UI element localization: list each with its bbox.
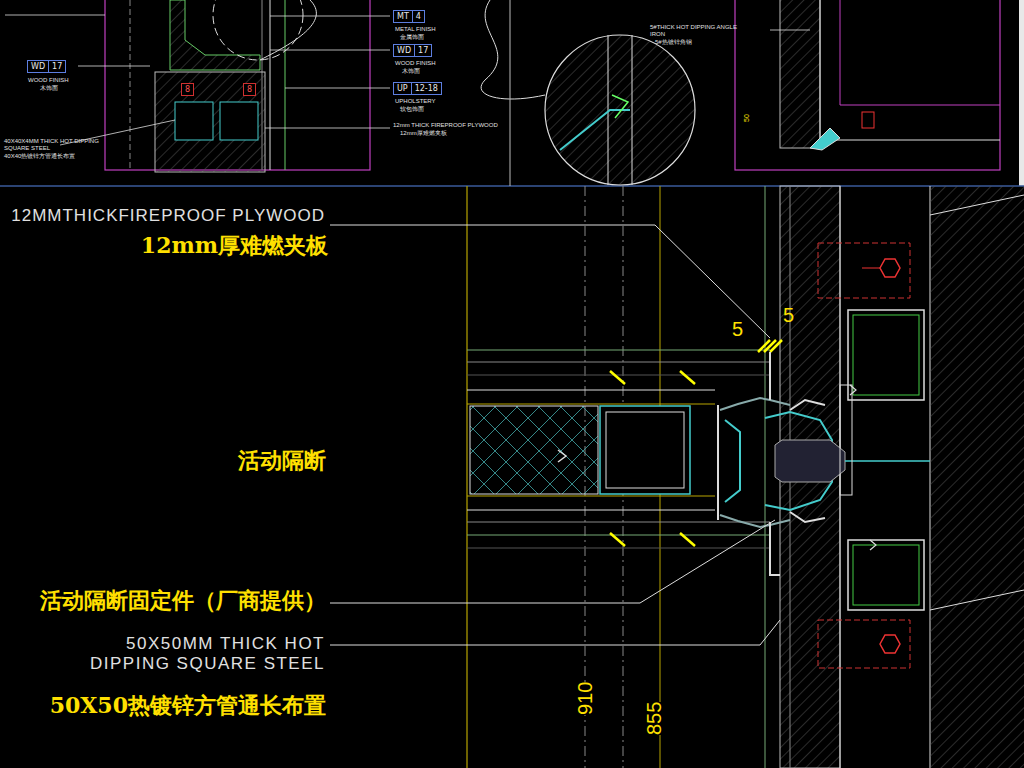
- label-text: 活动隔断固定件（厂商提供）: [40, 588, 326, 613]
- label-text: WOOD FINISH: [28, 77, 69, 84]
- label-text: 12mm厚难燃夹板: [400, 130, 447, 137]
- label-text: 50X50MM THICK HOT DIPPING SQUARE STEEL: [75, 634, 325, 673]
- tag-code: 8: [182, 84, 193, 95]
- tag-code: MT: [394, 11, 412, 22]
- tag-code: UP: [394, 83, 411, 94]
- label-text: 软包饰面: [400, 106, 424, 113]
- tag-number: 17: [48, 61, 65, 72]
- tag-code: WD: [394, 45, 414, 56]
- label-text: METAL FINISH: [395, 26, 436, 33]
- label-text: 木饰面: [402, 68, 420, 75]
- label-text: 5: [783, 304, 794, 327]
- label-text: 活动隔断: [238, 448, 326, 473]
- dimension-text: 50: [743, 114, 751, 122]
- dimension-text: 910: [574, 682, 597, 715]
- finish-tag: WD17: [393, 44, 432, 57]
- label-text: 金属饰面: [400, 34, 424, 41]
- label-text: 40X40X4MM THICK HOT DIPPING SQUARE STEEL: [4, 138, 104, 152]
- label-text: 5#热镀锌角钢: [655, 39, 692, 46]
- label-text: 木饰面: [40, 85, 58, 92]
- label-text: 12mm THICK FIREPROOF PLYWOOD: [393, 122, 498, 129]
- label-text: 5: [732, 318, 743, 341]
- finish-tag: UP12-18: [393, 82, 442, 95]
- label-text: WOOD FINISH: [395, 60, 436, 67]
- tag-number: 17: [414, 45, 431, 56]
- dimension-text: 855: [643, 702, 666, 735]
- label-text: 40X40热镀锌方管通长布置: [4, 153, 75, 160]
- label-text: 5#THICK HOT DIPPING ANGLE IRON: [650, 24, 740, 38]
- tag-number: 12-18: [411, 83, 441, 94]
- finish-tag: WD17: [27, 60, 66, 73]
- label-text: UPHOLSTERY: [395, 98, 436, 105]
- label-text: 12mm厚难燃夹板: [141, 233, 328, 258]
- section-mark: 8: [243, 83, 256, 96]
- tag-code: WD: [28, 61, 48, 72]
- label-text: 12MMTHICKFIREPROOF PLYWOOD: [11, 206, 325, 226]
- tag-code: 8: [244, 84, 255, 95]
- tag-number: 4: [412, 11, 424, 22]
- label-text: 50X50热镀锌方管通长布置: [50, 693, 326, 718]
- finish-tag: MT4: [393, 10, 425, 23]
- section-mark: 8: [181, 83, 194, 96]
